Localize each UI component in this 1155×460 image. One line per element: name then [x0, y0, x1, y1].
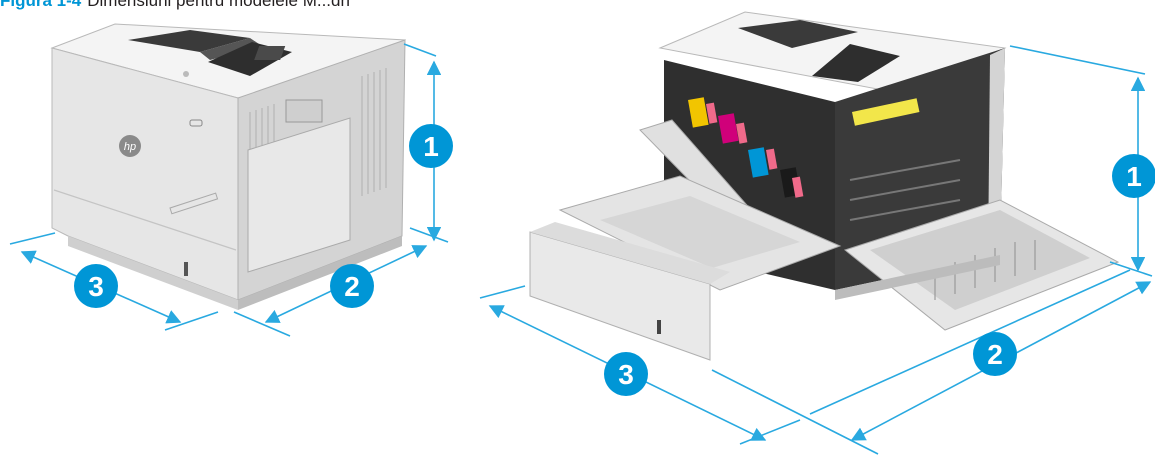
callout-height-closed: 1	[409, 124, 453, 168]
callout-height-open: 1	[1112, 154, 1155, 198]
callout-depth-closed: 2	[330, 264, 374, 308]
svg-text:1: 1	[423, 131, 439, 162]
figure-caption: Figura 1-4 Dimensiuni pentru modelele M..…	[0, 0, 350, 11]
callout-depth-open: 2	[973, 332, 1017, 376]
svg-text:1: 1	[1126, 161, 1142, 192]
svg-text:2: 2	[987, 339, 1003, 370]
callout-width-open: 3	[604, 352, 648, 396]
figure-label: Figura 1-4	[0, 0, 82, 10]
svg-text:3: 3	[618, 359, 634, 390]
printer-open	[529, 11, 1120, 361]
printer-closed: hp	[50, 23, 406, 310]
hp-logo-icon	[119, 135, 141, 157]
svg-text:hp: hp	[124, 141, 136, 153]
figure-title: Dimensiuni pentru modelele M...dn	[87, 0, 350, 10]
svg-text:3: 3	[88, 271, 104, 302]
svg-text:2: 2	[344, 271, 360, 302]
callout-width-closed: 3	[74, 264, 118, 308]
